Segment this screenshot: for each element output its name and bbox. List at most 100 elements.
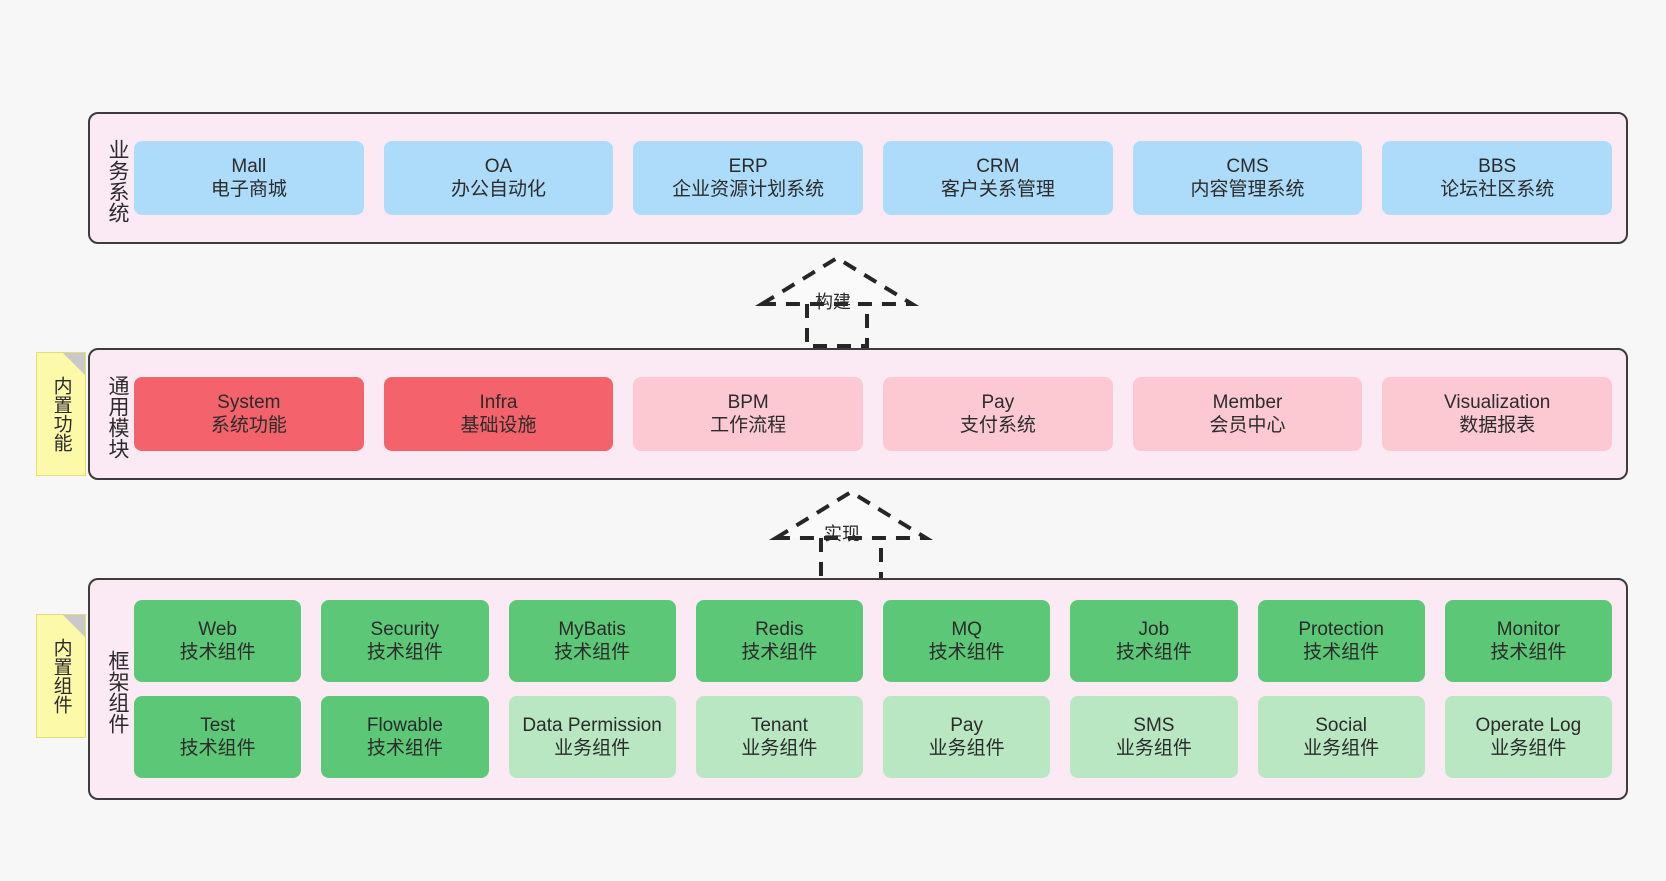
node-mq[interactable]: MQ 技术组件 bbox=[883, 600, 1051, 682]
node-monitor[interactable]: Monitor 技术组件 bbox=[1444, 600, 1612, 682]
connector-implement-label: 实现 bbox=[824, 524, 860, 544]
common-row-1: System 系统功能 Infra 基础设施 BPM 工作流程 Pay 支付系统… bbox=[134, 377, 1613, 451]
node-redis-en: Redis bbox=[755, 618, 804, 640]
node-crm-cn: 客户关系管理 bbox=[940, 179, 1055, 200]
node-flowable[interactable]: Flowable 技术组件 bbox=[321, 696, 489, 778]
node-protection[interactable]: Protection 技术组件 bbox=[1257, 600, 1425, 682]
node-member-cn: 会员中心 bbox=[1209, 415, 1286, 436]
node-member-en: Member bbox=[1212, 391, 1283, 413]
node-data-permission-cn: 业务组件 bbox=[554, 738, 631, 759]
node-mq-en: MQ bbox=[951, 618, 982, 640]
node-sms-cn: 业务组件 bbox=[1115, 738, 1192, 759]
node-operate-log[interactable]: Operate Log 业务组件 bbox=[1444, 696, 1612, 778]
node-mybatis-en: MyBatis bbox=[558, 618, 626, 640]
layer-framework-components-title: 框架组件 bbox=[106, 650, 129, 734]
node-mall[interactable]: Mall 电子商城 bbox=[134, 141, 364, 215]
node-flowable-cn: 技术组件 bbox=[366, 738, 443, 759]
node-social[interactable]: Social 业务组件 bbox=[1257, 696, 1425, 778]
node-sms-en: SMS bbox=[1133, 714, 1175, 736]
node-data-permission[interactable]: Data Permission 业务组件 bbox=[508, 696, 676, 778]
sticky-note-builtin-features-label: 内置功能 bbox=[50, 376, 72, 452]
node-monitor-en: Monitor bbox=[1496, 618, 1561, 640]
node-web[interactable]: Web 技术组件 bbox=[134, 600, 302, 682]
node-job-cn: 技术组件 bbox=[1115, 642, 1192, 663]
node-crm-en: CRM bbox=[976, 155, 1020, 177]
node-erp-en: ERP bbox=[728, 155, 768, 177]
layer-business-systems: 业务系统 Mall 电子商城 OA 办公自动化 ERP 企业资源计划系统 CRM… bbox=[88, 112, 1628, 244]
node-member[interactable]: Member 会员中心 bbox=[1132, 377, 1363, 451]
node-operate-log-cn: 业务组件 bbox=[1490, 738, 1567, 759]
node-security-cn: 技术组件 bbox=[366, 642, 443, 663]
node-redis-cn: 技术组件 bbox=[741, 642, 818, 663]
node-mall-cn: 电子商城 bbox=[210, 179, 287, 200]
node-job[interactable]: Job 技术组件 bbox=[1070, 600, 1238, 682]
layer-business-systems-title: 业务系统 bbox=[106, 139, 129, 223]
layer-framework-components-body: Web 技术组件 Security 技术组件 MyBatis 技术组件 Redi… bbox=[128, 580, 1626, 798]
sticky-fold-corner-icon bbox=[63, 353, 85, 375]
node-security[interactable]: Security 技术组件 bbox=[321, 600, 489, 682]
node-visualization[interactable]: Visualization 数据报表 bbox=[1382, 377, 1613, 451]
node-tenant[interactable]: Tenant 业务组件 bbox=[695, 696, 863, 778]
node-erp[interactable]: ERP 企业资源计划系统 bbox=[633, 141, 864, 215]
node-bpm-en: BPM bbox=[727, 391, 769, 413]
node-data-permission-en: Data Permission bbox=[522, 714, 662, 736]
node-social-en: Social bbox=[1315, 714, 1367, 736]
connector-build-label: 构建 bbox=[815, 292, 851, 312]
node-oa-cn: 办公自动化 bbox=[451, 179, 547, 200]
node-test-en: Test bbox=[200, 714, 236, 736]
node-test-cn: 技术组件 bbox=[179, 738, 256, 759]
framework-row-1: Web 技术组件 Security 技术组件 MyBatis 技术组件 Redi… bbox=[134, 600, 1612, 682]
node-visualization-cn: 数据报表 bbox=[1459, 415, 1536, 436]
node-infra-cn: 基础设施 bbox=[460, 415, 537, 436]
node-system[interactable]: System 系统功能 bbox=[134, 377, 364, 451]
node-tenant-en: Tenant bbox=[750, 714, 808, 736]
layer-framework-components: 框架组件 Web 技术组件 Security 技术组件 MyBatis 技术组件… bbox=[88, 578, 1628, 800]
node-operate-log-en: Operate Log bbox=[1475, 714, 1582, 736]
node-protection-en: Protection bbox=[1298, 618, 1384, 640]
node-redis[interactable]: Redis 技术组件 bbox=[695, 600, 863, 682]
node-system-en: System bbox=[217, 391, 281, 413]
node-oa[interactable]: OA 办公自动化 bbox=[383, 141, 614, 215]
node-bpm-cn: 工作流程 bbox=[710, 415, 787, 436]
node-pay-component-en: Pay bbox=[950, 714, 983, 736]
node-cms-cn: 内容管理系统 bbox=[1190, 179, 1305, 200]
node-web-en: Web bbox=[198, 618, 237, 640]
sticky-note-builtin-features: 内置功能 bbox=[36, 352, 86, 476]
node-protection-cn: 技术组件 bbox=[1303, 642, 1380, 663]
node-bpm[interactable]: BPM 工作流程 bbox=[633, 377, 864, 451]
node-infra[interactable]: Infra 基础设施 bbox=[383, 377, 614, 451]
node-bbs[interactable]: BBS 论坛社区系统 bbox=[1382, 141, 1613, 215]
framework-row-2: Test 技术组件 Flowable 技术组件 Data Permission … bbox=[134, 696, 1612, 778]
node-pay-module[interactable]: Pay 支付系统 bbox=[883, 377, 1113, 451]
node-mall-en: Mall bbox=[231, 155, 267, 177]
node-bbs-cn: 论坛社区系统 bbox=[1440, 179, 1555, 200]
node-mq-cn: 技术组件 bbox=[928, 642, 1005, 663]
layer-common-modules-body: System 系统功能 Infra 基础设施 BPM 工作流程 Pay 支付系统… bbox=[128, 350, 1626, 478]
node-crm[interactable]: CRM 客户关系管理 bbox=[883, 141, 1113, 215]
node-monitor-cn: 技术组件 bbox=[1490, 642, 1567, 663]
node-cms-en: CMS bbox=[1226, 155, 1269, 177]
node-system-cn: 系统功能 bbox=[210, 415, 287, 436]
node-bbs-en: BBS bbox=[1478, 155, 1517, 177]
node-pay-module-en: Pay bbox=[981, 391, 1015, 413]
node-test[interactable]: Test 技术组件 bbox=[134, 696, 302, 778]
node-infra-en: Infra bbox=[479, 391, 518, 413]
node-mybatis-cn: 技术组件 bbox=[554, 642, 631, 663]
sticky-note-builtin-components-label: 内置组件 bbox=[50, 638, 72, 714]
node-mybatis[interactable]: MyBatis 技术组件 bbox=[508, 600, 676, 682]
node-tenant-cn: 业务组件 bbox=[741, 738, 818, 759]
sticky-note-builtin-components: 内置组件 bbox=[36, 614, 86, 738]
layer-common-modules-title: 通用模块 bbox=[106, 375, 129, 459]
business-row-1: Mall 电子商城 OA 办公自动化 ERP 企业资源计划系统 CRM 客户关系… bbox=[134, 141, 1613, 215]
node-visualization-en: Visualization bbox=[1444, 391, 1551, 413]
node-social-cn: 业务组件 bbox=[1303, 738, 1380, 759]
node-pay-component[interactable]: Pay 业务组件 bbox=[883, 696, 1051, 778]
node-erp-cn: 企业资源计划系统 bbox=[672, 179, 825, 200]
node-oa-en: OA bbox=[484, 155, 513, 177]
node-sms[interactable]: SMS 业务组件 bbox=[1070, 696, 1238, 778]
node-security-en: Security bbox=[370, 618, 440, 640]
sticky-fold-corner-icon bbox=[63, 615, 85, 637]
node-cms[interactable]: CMS 内容管理系统 bbox=[1132, 141, 1363, 215]
layer-common-modules: 通用模块 System 系统功能 Infra 基础设施 BPM 工作流程 Pay… bbox=[88, 348, 1628, 480]
